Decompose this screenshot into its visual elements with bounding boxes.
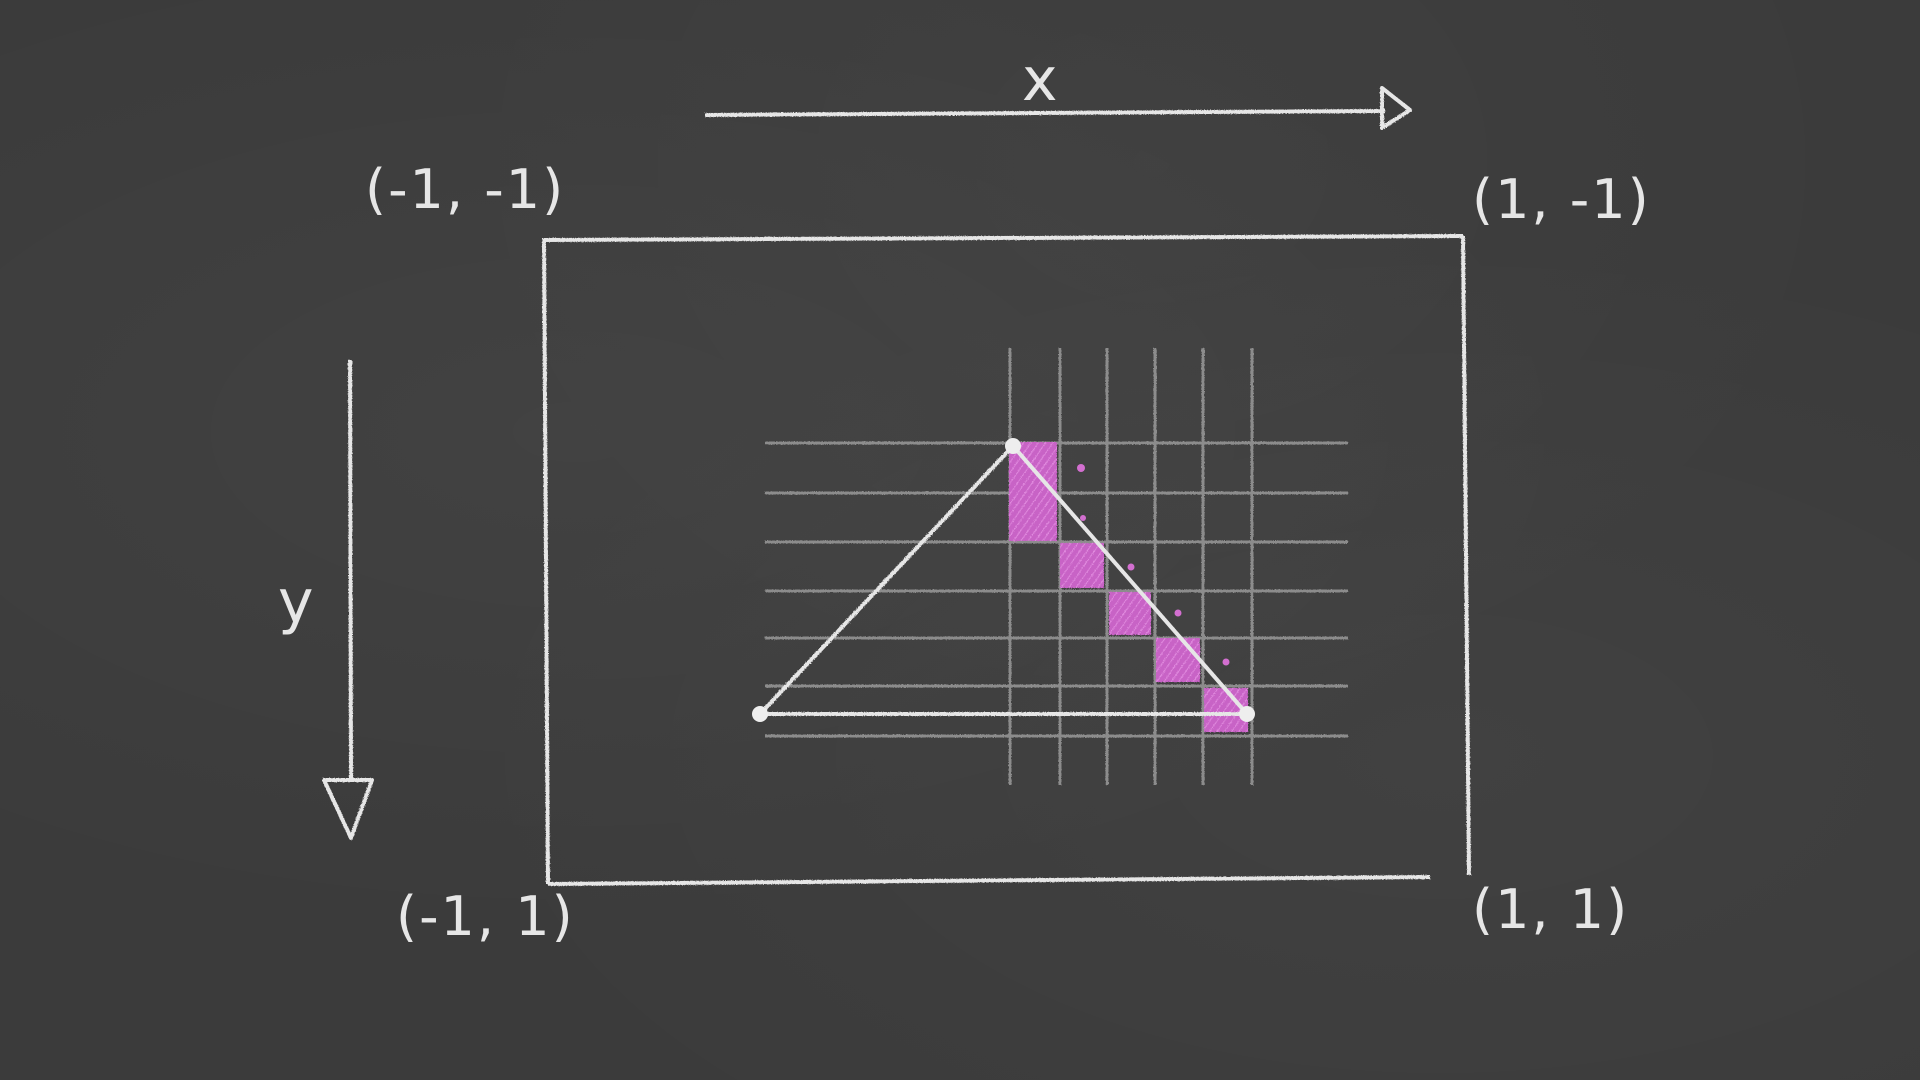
pixel-center-dot (1222, 658, 1230, 666)
pixel-grid (765, 348, 1348, 785)
corner-label-bottom-left: (-1, 1) (396, 885, 575, 948)
filled-pixel (1156, 638, 1200, 682)
triangle-vertices (752, 438, 1255, 722)
triangle (758, 444, 1249, 716)
x-axis-label: x (1022, 45, 1058, 115)
frame-left (542, 241, 550, 885)
corner-label-top-right: (1, -1) (1472, 168, 1651, 231)
pixel-centers (1077, 464, 1230, 666)
corner-label-bottom-right: (1, 1) (1472, 878, 1629, 941)
filled-pixel (1060, 543, 1104, 588)
y-axis-label: y (278, 567, 314, 637)
frame-bottom (547, 875, 1431, 886)
y-axis-arrowhead (322, 778, 374, 840)
pixel-center-dot (1127, 563, 1135, 571)
pixel-center-dot (1077, 464, 1085, 472)
pixel-center-dot (1174, 609, 1182, 617)
x-axis-arrowhead (1380, 86, 1412, 130)
corner-label-top-left: (-1, -1) (365, 158, 565, 221)
viewport-frame (541, 234, 1471, 886)
y-axis-line (348, 359, 353, 781)
pixel-center-dot (1080, 515, 1086, 521)
triangle-edge (1011, 444, 1249, 716)
x-axis-arrow (704, 86, 1412, 130)
x-axis-line (704, 109, 1386, 117)
triangle-vertex (1005, 438, 1021, 454)
y-axis-arrow (322, 359, 374, 840)
filled-pixel (1109, 592, 1151, 635)
triangle-vertex (752, 706, 768, 722)
triangle-edge (758, 444, 1015, 716)
frame-right (1461, 235, 1471, 876)
filled-pixel (1009, 492, 1057, 541)
triangle-vertex (1239, 706, 1255, 722)
frame-top (541, 234, 1464, 242)
